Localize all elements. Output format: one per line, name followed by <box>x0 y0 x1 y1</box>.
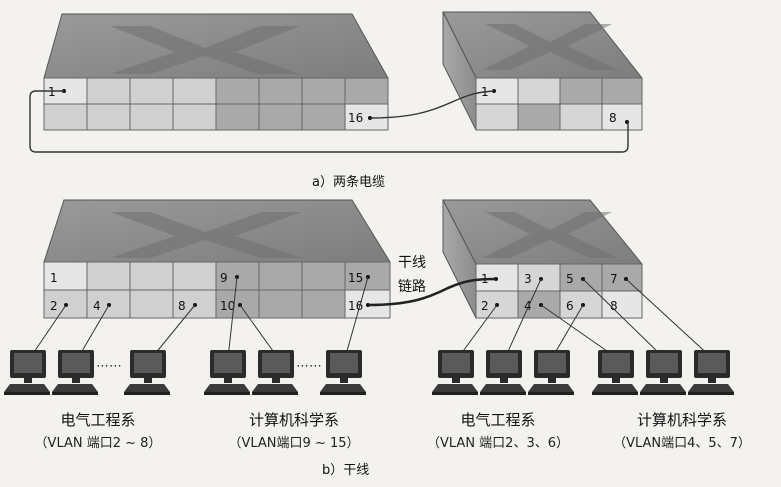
port-grid <box>475 77 643 131</box>
port-label: 3 <box>524 272 532 286</box>
port-label: 1 <box>50 271 58 285</box>
port-grid <box>475 263 643 319</box>
computer-icon <box>252 350 298 395</box>
computer-icon <box>528 350 574 395</box>
port-label: 5 <box>566 272 574 286</box>
computer-icon <box>592 350 638 395</box>
cable-16-to-8 <box>369 90 495 119</box>
trunk-label-line1: 干线 <box>398 255 426 271</box>
switch-x-symbol <box>110 212 302 258</box>
port-label: 7 <box>610 272 618 286</box>
port-label: 15 <box>348 271 363 285</box>
ellipsis-left: ⋯⋯ <box>96 359 122 374</box>
port-label: 4 <box>93 299 101 313</box>
ellipsis-mid: ⋯⋯ <box>296 359 322 374</box>
group-ports: （VLAN端口4、5、7） <box>613 436 751 451</box>
computer-icon <box>480 350 526 395</box>
port-label: 1 <box>48 85 56 99</box>
computer-icon <box>320 350 366 395</box>
switch-a-left: 1 16 <box>43 13 389 131</box>
switch-b-right: 1 2 3 4 5 6 7 8 <box>442 199 644 319</box>
group-ports: （VLAN端口9 ~ 15） <box>228 436 359 451</box>
group-ports: （VLAN 端口2、3、6） <box>427 436 569 451</box>
port-label: 16 <box>348 111 363 125</box>
group-name: 电气工程系 <box>60 411 135 429</box>
trunk-link <box>367 277 497 307</box>
switch-x-symbol <box>110 26 300 74</box>
computer-icon <box>688 350 734 395</box>
port-label: 16 <box>348 299 363 313</box>
computer-icon <box>204 350 250 395</box>
caption-a: a）两条电缆 <box>312 174 385 190</box>
port-label: 6 <box>566 299 574 313</box>
port-label: 2 <box>50 299 58 313</box>
port-label: 4 <box>524 299 532 313</box>
group-name: 电气工程系 <box>460 411 535 429</box>
port-label: 2 <box>481 299 489 313</box>
port-label: 8 <box>178 299 186 313</box>
port-grid <box>43 77 389 131</box>
port-label: 10 <box>220 299 235 313</box>
switch-x-symbol <box>482 24 618 70</box>
caption-b: b）干线 <box>322 463 369 478</box>
switch-x-symbol <box>482 212 618 258</box>
computers <box>4 350 734 395</box>
computer-icon <box>432 350 478 395</box>
computer-icon <box>640 350 686 395</box>
group-name: 计算机科学系 <box>249 411 339 429</box>
computer-icon <box>124 350 170 395</box>
cable-1-to-1 <box>29 90 629 153</box>
computer-icon <box>52 350 98 395</box>
port-label: 9 <box>220 271 228 285</box>
host-cables <box>29 276 713 361</box>
port-label: 8 <box>609 111 617 125</box>
group-ports: （VLAN 端口2 ~ 8） <box>35 436 162 451</box>
computer-icon <box>4 350 50 395</box>
port-label: 8 <box>610 299 618 313</box>
switch-b-left: 1 2 4 8 9 10 15 16 <box>43 199 391 319</box>
trunk-label-line2: 链路 <box>398 279 426 295</box>
group-name: 计算机科学系 <box>637 411 727 429</box>
switch-a-right: 1 8 <box>442 11 644 131</box>
